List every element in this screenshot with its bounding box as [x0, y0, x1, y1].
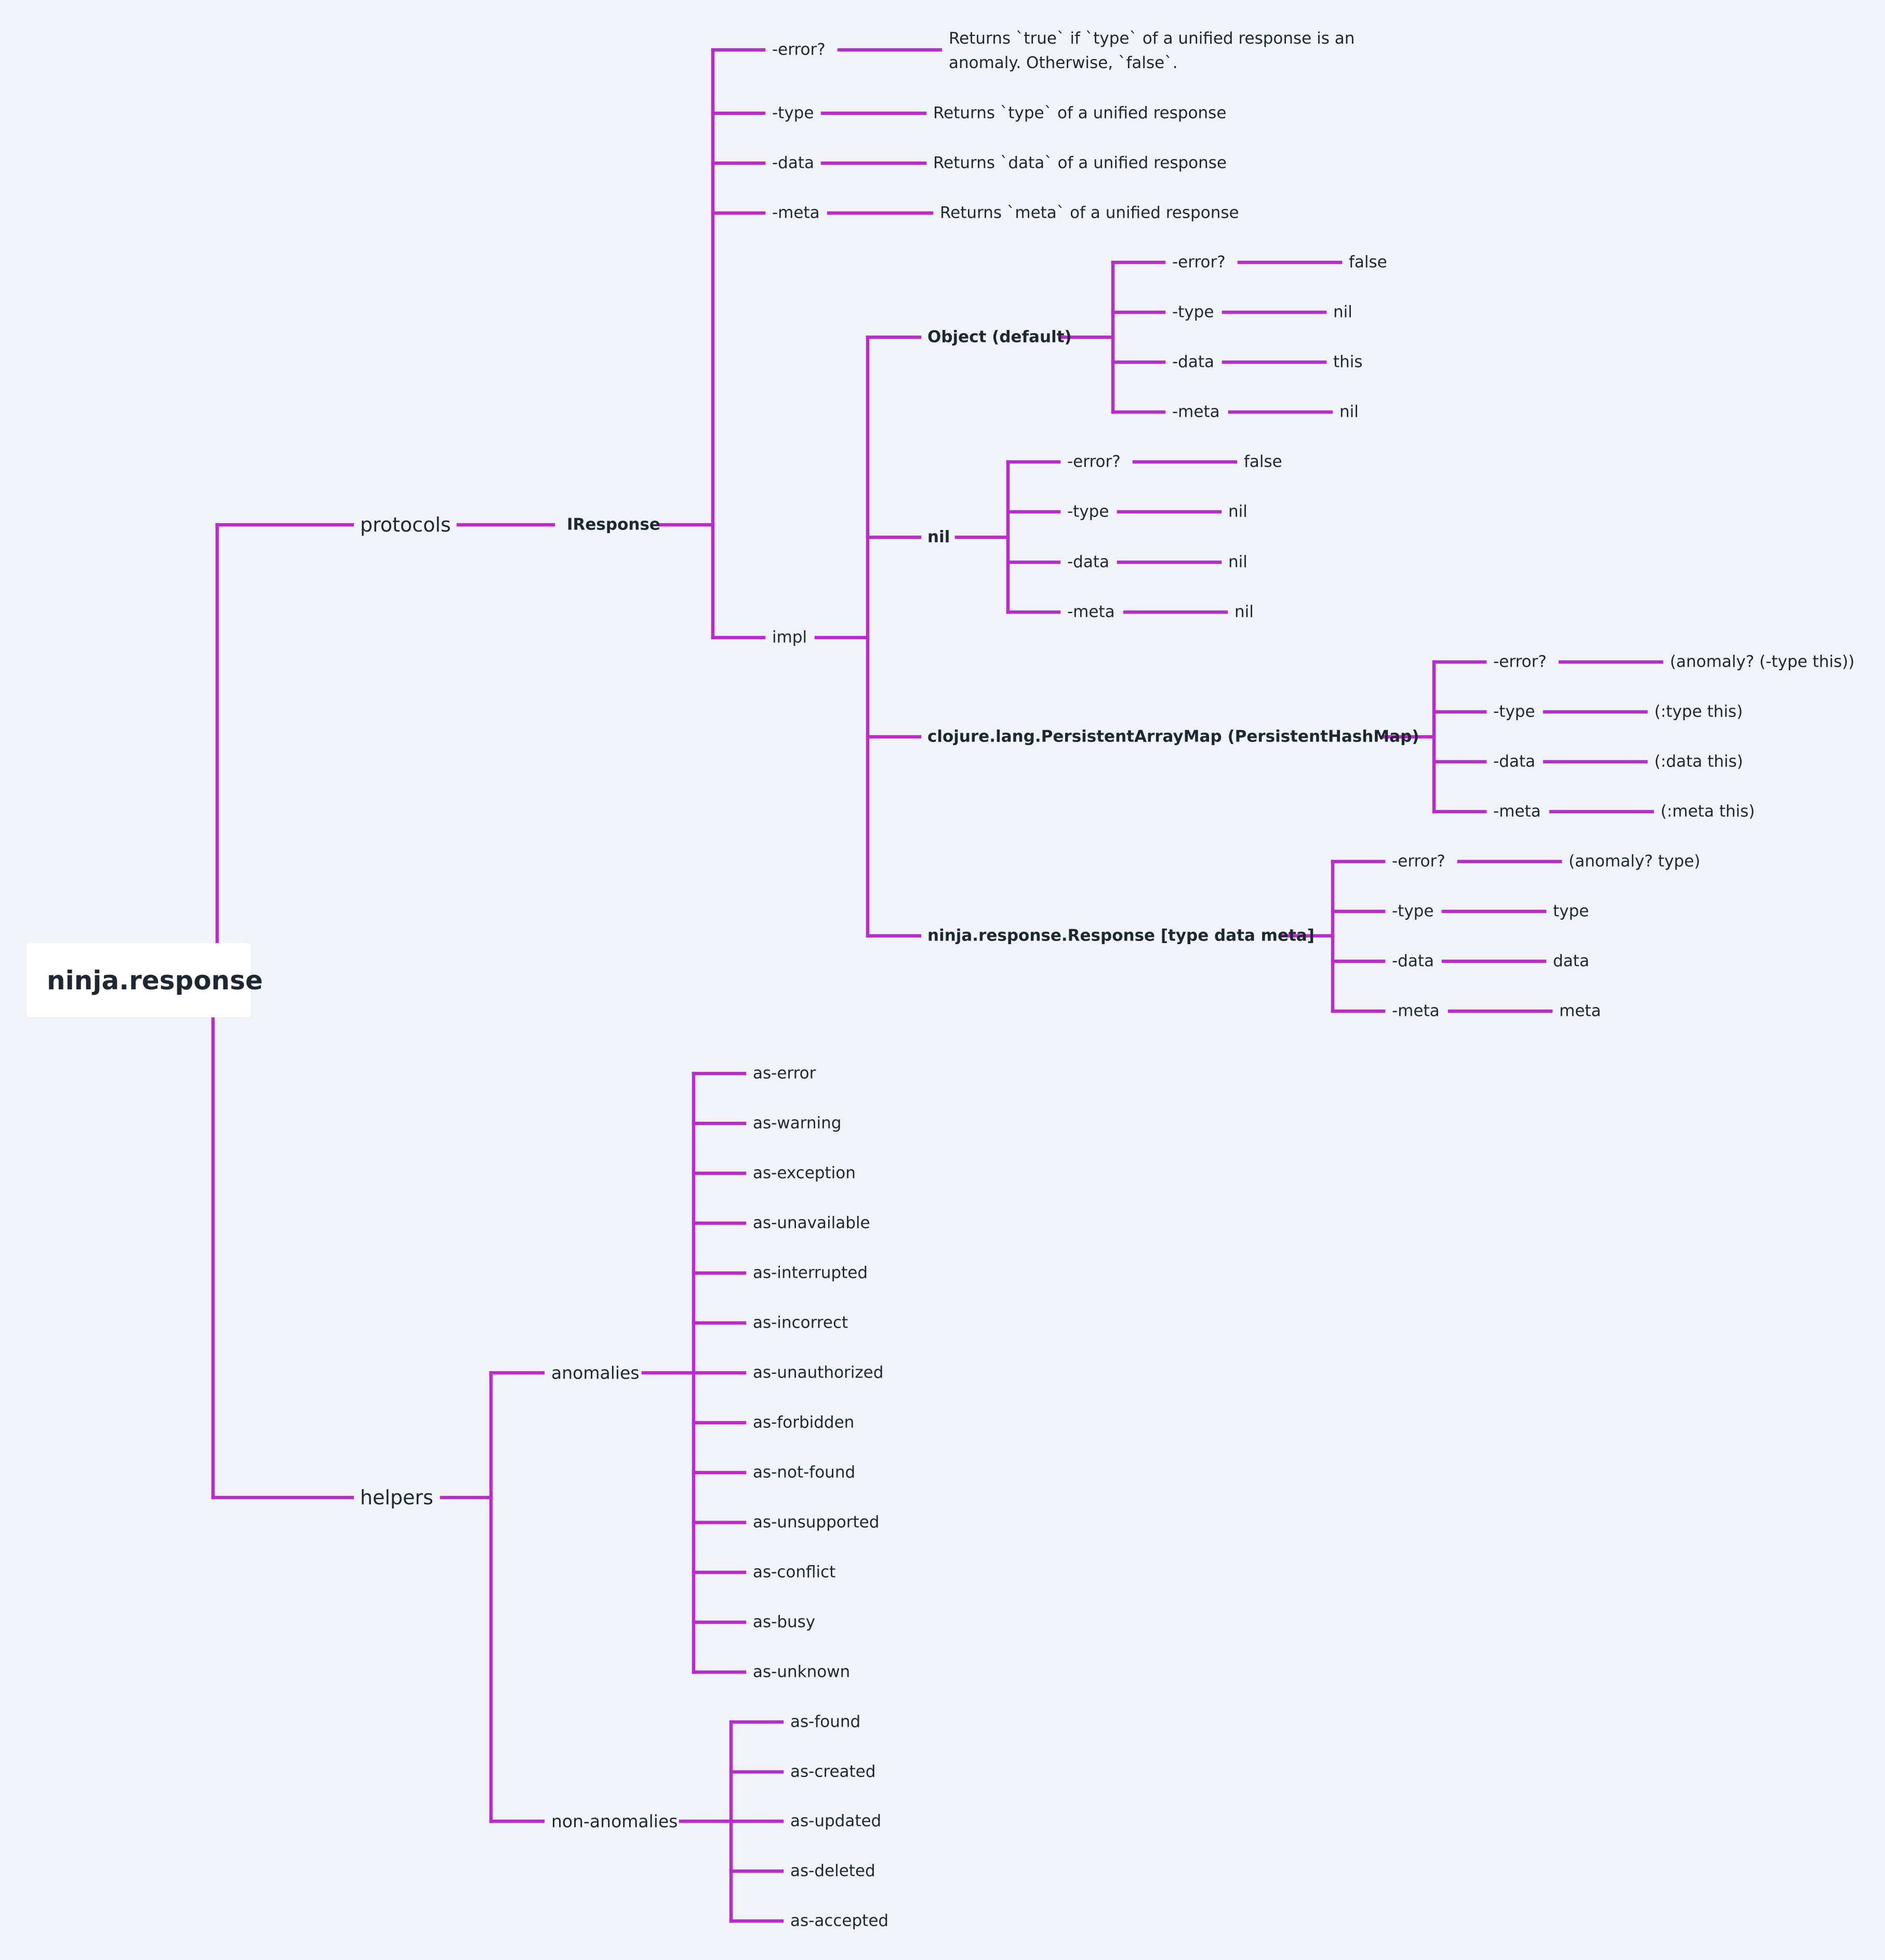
record-method-error: -error?	[1392, 852, 1445, 871]
anomaly-item: as-warning	[753, 1114, 842, 1133]
anomaly-item: as-error	[753, 1064, 816, 1083]
impl-type-object: Object (default)	[927, 327, 1072, 347]
map-value-error: (anomaly? (-type this))	[1670, 652, 1855, 671]
anomaly-item: as-incorrect	[753, 1313, 848, 1332]
root-node	[26, 943, 251, 1017]
object-value-meta: nil	[1339, 402, 1359, 421]
helpers-node: helpers	[360, 1486, 433, 1509]
nil-method-meta: -meta	[1067, 602, 1115, 621]
object-method-error: -error?	[1172, 253, 1226, 272]
nil-value-type: nil	[1228, 502, 1247, 521]
non-anomaly-item: as-deleted	[790, 1861, 875, 1880]
method-meta-description: Returns `meta` of a unified response	[940, 203, 1239, 222]
method-error: -error?	[772, 40, 826, 59]
object-method-data: -data	[1172, 352, 1215, 372]
anomaly-item: as-exception	[753, 1163, 856, 1183]
map-value-type: (:type this)	[1654, 702, 1743, 721]
nil-method-error: -error?	[1067, 452, 1121, 471]
record-method-meta: -meta	[1392, 1001, 1440, 1021]
map-value-data: (:data this)	[1654, 752, 1743, 771]
anomalies-node: anomalies	[551, 1362, 640, 1383]
nil-value-meta: nil	[1234, 602, 1254, 621]
anomaly-item: as-busy	[753, 1612, 816, 1632]
anomaly-item: as-forbidden	[753, 1413, 855, 1432]
anomaly-item: as-interrupted	[753, 1263, 868, 1282]
map-method-type: -type	[1493, 702, 1535, 721]
impl-node: impl	[772, 628, 807, 647]
iresponse-node: IResponse	[567, 515, 660, 534]
record-value-type: type	[1553, 902, 1589, 921]
impl-type-response-record: ninja.response.Response [type data meta]	[927, 926, 1315, 945]
impl-type-nil: nil	[927, 527, 950, 547]
method-type: -type	[772, 103, 814, 123]
record-method-data: -data	[1392, 951, 1435, 971]
nil-value-error: false	[1244, 452, 1282, 471]
nil-method-data: -data	[1067, 552, 1110, 572]
anomaly-item: as-unknown	[753, 1662, 851, 1681]
anomaly-item: as-unavailable	[753, 1213, 870, 1233]
object-method-meta: -meta	[1172, 402, 1220, 421]
record-method-type: -type	[1392, 902, 1434, 921]
object-value-data: this	[1333, 352, 1363, 372]
object-method-type: -type	[1172, 302, 1214, 322]
impl-type-persistent-array-map: clojure.lang.PersistentArrayMap (Persist…	[927, 727, 1419, 746]
object-value-type: nil	[1333, 302, 1352, 322]
non-anomaly-item: as-updated	[790, 1811, 882, 1831]
anomaly-item: as-unauthorized	[753, 1363, 884, 1382]
anomaly-item: as-conflict	[753, 1562, 836, 1582]
nil-method-type: -type	[1067, 502, 1109, 521]
non-anomaly-item: as-found	[790, 1712, 861, 1731]
anomaly-item: as-unsupported	[753, 1513, 880, 1532]
method-error-description: Returns `true` if `type` of a unified re…	[949, 29, 1355, 72]
method-meta: -meta	[772, 203, 820, 222]
map-method-data: -data	[1493, 752, 1536, 771]
method-data: -data	[772, 153, 815, 173]
protocols-node: protocols	[360, 513, 451, 536]
nil-value-data: nil	[1228, 552, 1247, 572]
record-value-error: (anomaly? type)	[1569, 852, 1701, 871]
method-data-description: Returns `data` of a unified response	[933, 153, 1227, 173]
method-type-description: Returns `type` of a unified response	[933, 103, 1227, 123]
record-value-data: data	[1553, 951, 1589, 971]
record-value-meta: meta	[1559, 1001, 1601, 1021]
non-anomaly-item: as-created	[790, 1762, 876, 1781]
non-anomalies-node: non-anomalies	[551, 1811, 678, 1832]
root-label: ninja.response	[47, 965, 263, 996]
map-method-error: -error?	[1493, 652, 1547, 671]
map-value-meta: (:meta this)	[1661, 802, 1755, 821]
anomaly-item: as-not-found	[753, 1463, 856, 1482]
object-value-error: false	[1349, 253, 1387, 272]
map-method-meta: -meta	[1493, 802, 1541, 821]
non-anomaly-item: as-accepted	[790, 1911, 889, 1930]
